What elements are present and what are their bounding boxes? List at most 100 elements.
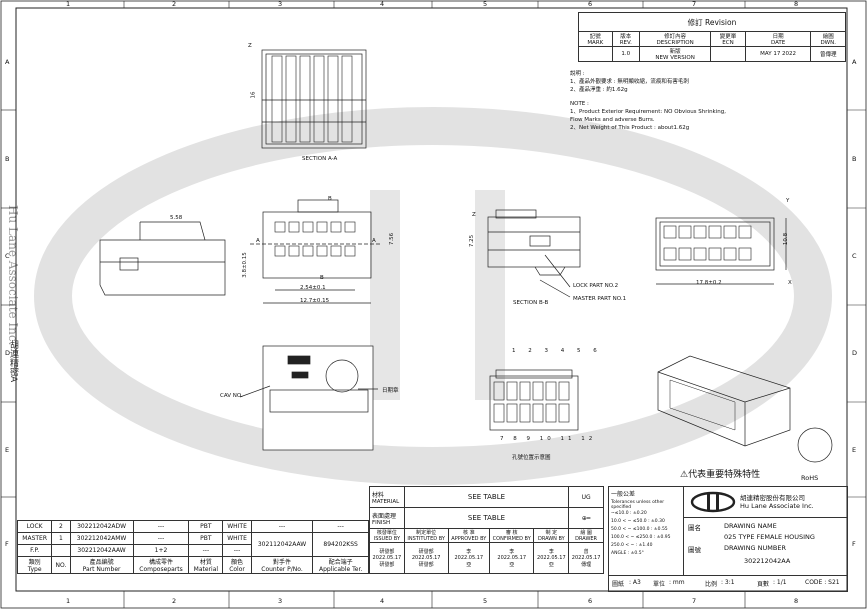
hole-caption: 孔號位置示意圖 — [512, 455, 551, 461]
bom-h-type-en: Type — [27, 566, 42, 573]
rev-h-desc: 修訂內容 — [664, 34, 687, 40]
cav-num-4: 4 — [560, 348, 570, 354]
notes-en-line-3: 2、Net Weight of This Product : about1.62… — [570, 125, 690, 131]
grid-col-6-bottom: 6 — [588, 597, 593, 605]
stamp-date-6: 2022.05.17 — [571, 555, 601, 561]
bom-h-mat-en: Material — [193, 566, 219, 573]
cavity-view — [489, 369, 579, 431]
grid-row-b: B — [5, 155, 10, 163]
cav-num-12: 12 — [581, 436, 597, 442]
stamp-sub-2: 研發部 — [418, 562, 434, 568]
code-value: CODE : S21 — [805, 579, 840, 586]
ug-label: UG — [568, 486, 604, 508]
dim-756: 7.56 — [389, 232, 396, 246]
grid-col-3-bottom: 3 — [278, 597, 283, 605]
company-name-zh: 胡連精密股份有限公司 — [740, 494, 805, 502]
rev-h-rev: 版本 — [620, 34, 632, 40]
notes-block: 說明 : 1、產品外觀要求 : 無明顯收縮，流痕和有害毛刺 2、產品淨重 : 約… — [570, 70, 726, 132]
grid-row-f: F — [5, 540, 9, 548]
rev-version: 1.0 — [611, 46, 641, 62]
watermark-zh: 胡連精密A — [8, 340, 18, 383]
rev-h-date-en: DATE — [770, 40, 786, 46]
bom-row-master: MASTER 1 302212042AMW --- PBT WHITE 3021… — [16, 532, 369, 557]
appr-h-drawer: 繪 圖 — [580, 530, 592, 536]
stamp-date-1: 2022.05.17 — [372, 555, 402, 561]
grid-row-e: E — [5, 446, 10, 454]
page-label: 頁數 — [757, 581, 770, 588]
grid-row-b-right: B — [852, 155, 857, 163]
notes-zh-line-1: 1、產品外觀要求 : 無明顯收縮，流痕和有害毛刺 — [570, 79, 689, 85]
rev-desc-zh: 新版 — [669, 49, 681, 55]
dim-558: 5.58 — [170, 215, 183, 221]
cav-num-2: 2 — [528, 348, 538, 354]
appr-h-issued-en: ISSUED BY — [373, 536, 401, 542]
appr-h-approved: 核 准 — [462, 530, 475, 536]
front-view-center — [250, 199, 380, 304]
rev-h-dwn: 繪圖 — [822, 34, 834, 40]
rev-h-desc-en: DESCRIPTION — [656, 40, 694, 46]
bom-part: 302212042AAW — [69, 544, 134, 557]
stamp-5: 李 — [548, 549, 554, 555]
grid-col-5-bottom: 5 — [483, 597, 488, 605]
material-label-en: MATERIAL — [372, 498, 400, 505]
dim-38: 3.8±0.15 — [241, 252, 248, 278]
sheet-value: : A3 — [629, 579, 641, 586]
dim-178: 17.8±0.2 — [696, 280, 722, 286]
grid-col-4-bottom: 4 — [380, 597, 385, 605]
appr-h-instituted-en: INSTITUTED BY — [407, 536, 445, 542]
cav-num-6: 6 — [593, 348, 603, 354]
side-view-left — [99, 221, 226, 296]
bom-table: LOCK 2 302212042ADW --- PBT WHITE --- --… — [16, 520, 369, 574]
grid-col-3: 3 — [278, 0, 283, 8]
appr-h-drawn-en: DRAWN BY — [537, 536, 565, 542]
bom-mat: PBT — [188, 520, 224, 533]
bom-color: --- — [222, 544, 252, 557]
bom-compose: --- — [132, 532, 190, 545]
section-a-label-right: A — [372, 238, 376, 244]
section-b-label-top: B — [328, 196, 332, 202]
cav-num-8: 8 — [513, 436, 521, 442]
company-name-en: Hu Lane Associate Inc. — [740, 502, 814, 510]
grid-col-7-bottom: 7 — [692, 597, 697, 605]
cav-num-11: 11 — [560, 436, 576, 442]
section-bb-caption: SECTION B-B — [513, 300, 549, 306]
tol-line-5: 250.0 < ~ : ±1.40 — [611, 543, 653, 548]
stamp-2: 研發部 — [418, 549, 434, 555]
grid-col-7: 7 — [692, 0, 697, 8]
rev-desc-en: NEW VERSION — [655, 55, 695, 61]
sheet-label: 圖紙 — [612, 581, 625, 588]
appr-h-issued: 核發單位 — [376, 530, 397, 536]
tolerance-note: Tolerances unless other specified — [611, 500, 665, 510]
appr-h-approved-en: APPROVED BY — [451, 536, 487, 542]
grid-col-2-bottom: 2 — [172, 597, 177, 605]
stamp-sub-6: 傳理 — [581, 562, 592, 568]
projection-icon: ⊕═ — [568, 507, 604, 529]
bom-no — [51, 544, 71, 557]
finish-label-en: FINISH — [372, 519, 391, 526]
bom-color: WHITE — [222, 520, 252, 533]
rev-h-rev-en: REV. — [619, 40, 632, 46]
cavity-top-numbers: 1 2 3 4 5 6 — [512, 348, 602, 354]
bom-compose: 1+2 — [132, 544, 190, 557]
appr-h-drawer-en: DRAWER — [575, 536, 598, 542]
cav-num-3: 3 — [544, 348, 554, 354]
stamp-1: 研發部 — [379, 549, 395, 555]
rev-dwn: 曾傳理 — [810, 46, 846, 62]
stamp-6: 曾 — [583, 549, 589, 555]
bom-h-no: NO. — [51, 556, 71, 574]
bom-h-counter-en: Counter P/No. — [261, 566, 303, 573]
scale-value: : 3:1 — [721, 579, 735, 586]
section-a-label-left: A — [256, 238, 260, 244]
appr-h-drawn: 制 定 — [545, 530, 558, 536]
rev-h-date: 日期 — [772, 34, 784, 40]
stamp-date-5: 2022.05.17 — [537, 555, 566, 561]
bom-h-compose: 構成零件 — [148, 559, 173, 566]
grid-row-d-right: D — [852, 349, 858, 357]
stamp-date-4: 2022.05.17 — [497, 555, 527, 561]
unit-label: 單位 — [653, 581, 666, 588]
